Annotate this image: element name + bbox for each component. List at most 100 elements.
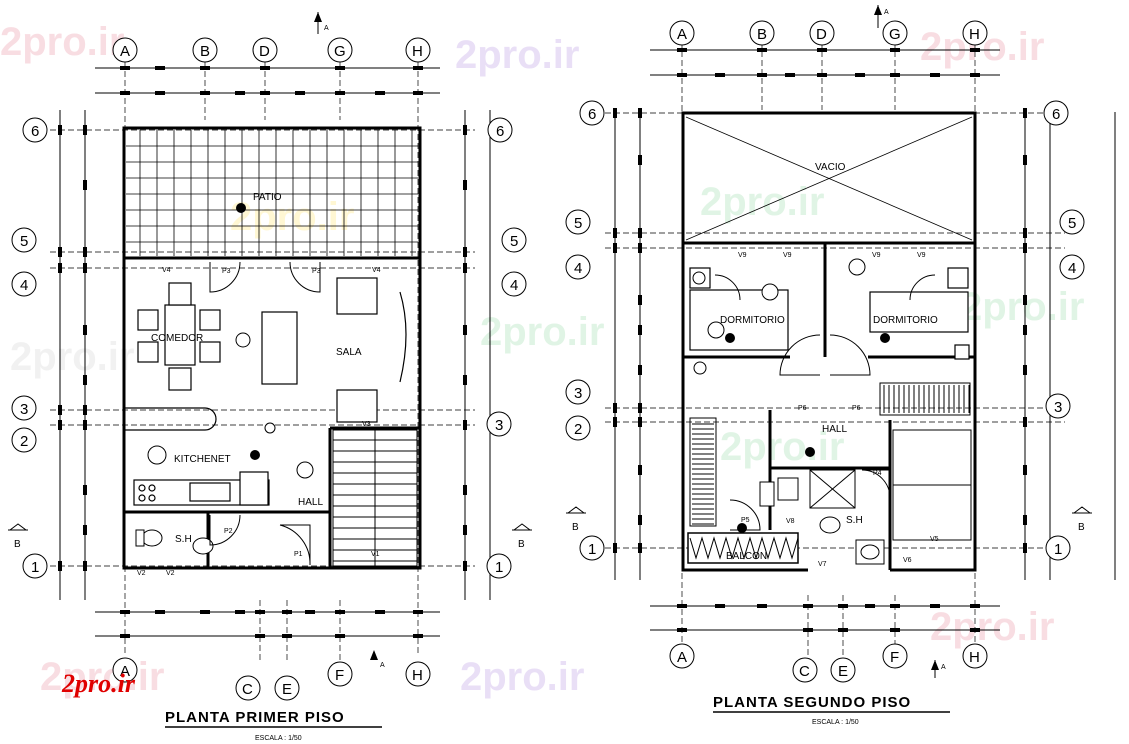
dimension-tick	[785, 73, 795, 77]
grid-label: 4	[1068, 260, 1076, 277]
dimension-tick	[155, 610, 165, 614]
watermark-text: 2pro.ir	[960, 285, 1084, 329]
dimension-tick	[58, 420, 62, 430]
grid-label: 3	[1054, 399, 1062, 416]
dimension-tick	[413, 66, 423, 70]
grid-label: 1	[1054, 541, 1062, 558]
dimension-tick	[463, 180, 467, 190]
window-label: V8	[786, 518, 795, 525]
dimension-tick	[463, 561, 467, 571]
void-cross	[685, 116, 973, 241]
room-label-sh: S.H	[846, 515, 863, 526]
window-label: V1	[371, 551, 380, 558]
door-label: P3	[312, 268, 321, 275]
dimension-tick	[260, 91, 270, 95]
room-label-sala: SALA	[336, 347, 362, 358]
dimension-tick	[200, 66, 210, 70]
balcony-railing	[687, 532, 799, 564]
dimension-tick	[838, 628, 848, 632]
dimension-tick	[83, 405, 87, 415]
first-floor-plan: PATIO COMEDOR SALA KITCHENET HALL S.H P3…	[8, 12, 532, 742]
grid-label: G	[889, 26, 901, 43]
grid-label: 4	[20, 277, 28, 294]
dimension-tick	[638, 228, 642, 238]
window-label: V2	[137, 570, 146, 577]
dimension-tick	[838, 604, 848, 608]
dimension-tick	[83, 325, 87, 335]
dimension-tick	[413, 634, 423, 638]
door-swings	[714, 274, 936, 531]
dimension-tick	[413, 91, 423, 95]
dimension-tick	[638, 403, 642, 413]
dimension-tick	[855, 73, 865, 77]
dimension-tick	[1023, 108, 1027, 118]
dimension-tick	[295, 91, 305, 95]
dimension-tick	[1023, 543, 1027, 553]
door-swings	[209, 261, 321, 566]
dimension-tick	[463, 485, 467, 495]
grid-axes	[605, 42, 1065, 660]
window-label: V6	[903, 557, 912, 564]
door-label: P4	[873, 470, 882, 477]
dimension-tick	[282, 634, 292, 638]
grid-label: C	[799, 663, 810, 680]
dimension-tick	[757, 73, 767, 77]
dimension-tick	[613, 228, 617, 238]
dimension-tick	[120, 66, 130, 70]
dimension-tick	[1023, 325, 1027, 335]
dimension-tick	[638, 543, 642, 553]
dimension-tick	[638, 108, 642, 118]
grid-label: F	[335, 667, 344, 684]
dimension-tick	[83, 485, 87, 495]
watermark-text: 2pro.ir	[40, 655, 164, 699]
watermark-text: 2pro.ir	[480, 310, 604, 354]
grid-label: 5	[510, 233, 518, 250]
section-label: B	[14, 539, 21, 550]
dimension-tick	[677, 604, 687, 608]
dimension-tick	[235, 91, 245, 95]
dimension-tick	[83, 525, 87, 535]
grid-label: 5	[574, 215, 582, 232]
dimension-tick	[677, 628, 687, 632]
door-label: P6	[798, 405, 807, 412]
dimension-tick	[463, 525, 467, 535]
dimension-tick	[335, 634, 345, 638]
dimension-tick	[305, 610, 315, 614]
grid-label: H	[969, 26, 980, 43]
grid-label: H	[969, 649, 980, 666]
dimension-tick	[865, 604, 875, 608]
room-label-hall: HALL	[298, 497, 323, 508]
dimension-lines	[59, 67, 491, 637]
watermark-text: 2pro.ir	[930, 605, 1054, 649]
dimension-tick	[282, 610, 292, 614]
room-label-patio: PATIO	[253, 192, 282, 203]
watermark-text: 2pro.ir	[230, 195, 354, 239]
grid-label: D	[816, 26, 827, 43]
dimension-tick	[120, 634, 130, 638]
dimension-tick	[463, 247, 467, 257]
grid-bubbles-left: 6 5 4 3 2 1	[565, 100, 605, 561]
section-label: A	[380, 662, 385, 669]
grid-bubbles-bottom: A C E F H	[669, 643, 988, 683]
grid-bubbles-right: 6 5 4 3 1	[1043, 100, 1085, 561]
dimension-tick	[1023, 365, 1027, 375]
dimension-tick	[83, 420, 87, 430]
grid-label: 3	[20, 401, 28, 418]
dimension-tick	[613, 543, 617, 553]
grid-label: 1	[31, 559, 39, 576]
dimension-tick	[817, 48, 827, 52]
grid-label: 5	[1068, 215, 1076, 232]
room-label-dormitorio: DORMITORIO	[720, 315, 785, 326]
window-label: V7	[818, 561, 827, 568]
grid-label: E	[838, 663, 848, 680]
dimension-tick	[890, 628, 900, 632]
grid-bubbles-right: 6 5 4 3 1	[486, 117, 527, 579]
door-label: P2	[224, 528, 233, 535]
dimension-tick	[638, 155, 642, 165]
dimension-tick	[335, 66, 345, 70]
dimension-tick	[803, 628, 813, 632]
second-floor-plan: VACIO DORMITORIO DORMITORIO HALL BALCON …	[565, 5, 1116, 726]
window-label: V5	[930, 536, 939, 543]
bathroom-fixtures	[135, 529, 214, 555]
